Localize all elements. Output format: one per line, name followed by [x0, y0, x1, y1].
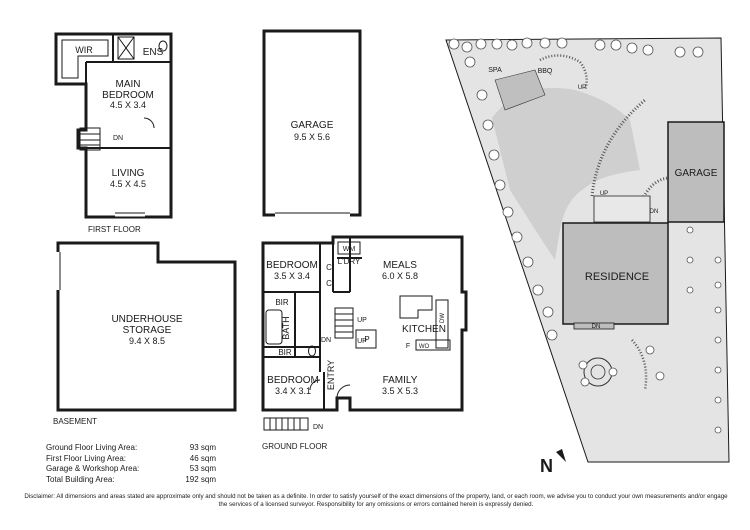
disclaimer: Disclaimer: All dimensions and areas sta… — [24, 493, 728, 509]
label-dw: DW — [440, 313, 446, 323]
site-stair-dn-2: DN — [592, 324, 601, 330]
site-trees — [448, 37, 722, 434]
site-stair-up-1: UP — [578, 85, 586, 91]
stair-up-1: UP — [357, 317, 367, 324]
area-row: Ground Floor Living Area: 93 sqm — [46, 443, 216, 454]
site-stair-up-2: UP — [600, 191, 608, 197]
label-f: F — [406, 343, 410, 350]
site-label-spa: SPA — [488, 67, 502, 74]
label-wm: WM — [343, 246, 356, 253]
label-bath: BATH — [281, 316, 291, 339]
size-underhouse: 9.4 X 8.5 — [129, 336, 165, 346]
floor-label-basement: BASEMENT — [53, 417, 97, 426]
area-row: Total Building Area: 192 sqm — [46, 475, 216, 486]
label-kitchen: KITCHEN — [402, 324, 446, 335]
label-ens: ENS — [143, 47, 164, 58]
basement-plan — [56, 241, 237, 412]
size-meals: 6.0 X 5.8 — [382, 271, 418, 281]
site-label-residence: RESIDENCE — [585, 271, 649, 283]
site-label-garage: GARAGE — [675, 168, 718, 179]
ground-floor-plan — [261, 235, 468, 412]
label-living: LIVING — [112, 168, 145, 179]
label-entry: ENTRY — [326, 360, 336, 390]
label-underhouse-1: UNDERHOUSE — [111, 314, 182, 325]
size-bedroom-1: 3.5 X 3.4 — [274, 271, 310, 281]
area-value: 192 sqm — [185, 474, 216, 484]
label-underhouse-2: STORAGE — [123, 325, 172, 336]
label-p: P — [364, 335, 369, 344]
label-bir-1: BIR — [275, 298, 289, 307]
north-arrow-label: N — [540, 456, 553, 476]
stair-dn-1: DN — [321, 337, 331, 344]
label-c-2: C — [326, 279, 332, 288]
area-row: Garage & Workshop Area: 53 sqm — [46, 464, 216, 475]
first-floor-details — [61, 36, 168, 218]
area-value: 93 sqm — [189, 443, 216, 452]
area-label: First Floor Living Area: — [46, 453, 127, 463]
area-value: 53 sqm — [189, 464, 216, 474]
size-main-bedroom: 4.5 X 3.4 — [110, 100, 146, 110]
area-row: First Floor Living Area: 46 sqm — [46, 454, 216, 465]
area-label: Total Building Area: — [46, 474, 115, 484]
stair-dn-front: DN — [313, 424, 323, 431]
size-living: 4.5 X 4.5 — [110, 179, 146, 189]
ground-floor-fixtures — [263, 241, 451, 431]
stair-dn-first: DN — [113, 135, 123, 142]
label-main-bedroom-2: BEDROOM — [102, 90, 154, 101]
label-wir: WIR — [75, 45, 93, 55]
label-wo: WO — [419, 344, 430, 350]
label-family: FAMILY — [383, 375, 418, 386]
site-stair-dn-1: DN — [650, 209, 659, 215]
ground-floor-walls — [263, 237, 362, 410]
label-meals: MEALS — [383, 260, 417, 271]
north-arrow-icon — [556, 449, 566, 462]
label-bir-2: BIR — [278, 348, 292, 357]
area-value: 46 sqm — [189, 453, 216, 463]
site-label-bbq: BBQ — [538, 68, 553, 75]
site-garage — [667, 121, 725, 223]
area-label: Garage & Workshop Area: — [46, 464, 140, 474]
label-garage: GARAGE — [291, 120, 334, 131]
label-main-bedroom-1: MAIN — [116, 79, 141, 90]
site-plan: N — [445, 37, 730, 476]
site-residence — [562, 222, 669, 325]
floor-label-ground: GROUND FLOOR — [262, 442, 328, 451]
label-ldry: L'DRY — [338, 257, 361, 266]
area-summary: Ground Floor Living Area: 93 sqm First F… — [46, 443, 216, 485]
size-family: 3.5 X 5.3 — [382, 386, 418, 396]
label-bedroom-2: BEDROOM — [267, 375, 319, 386]
label-c-1: C — [326, 263, 332, 272]
size-bedroom-2: 3.4 X 3.1 — [275, 386, 311, 396]
label-bedroom-1: BEDROOM — [266, 260, 318, 271]
stair-up-2: UP — [357, 338, 367, 345]
size-garage: 9.5 X 5.6 — [294, 132, 330, 142]
area-label: Ground Floor Living Area: — [46, 443, 138, 452]
floor-label-first: FIRST FLOOR — [88, 225, 141, 234]
